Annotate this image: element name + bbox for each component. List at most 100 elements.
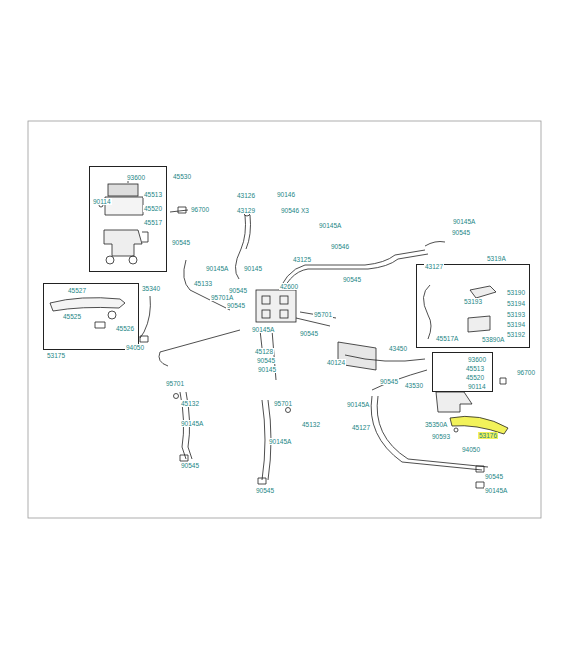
master-cylinder	[99, 175, 148, 265]
callout-number: 96700	[516, 369, 536, 376]
callout-number: 90145A	[205, 265, 229, 272]
callout-number: 45527	[67, 287, 87, 294]
callout-number: 90145A	[318, 222, 342, 229]
brake-pipe	[278, 254, 428, 302]
callout-number: 90145A	[346, 401, 370, 408]
callout-number: 42600	[279, 283, 299, 290]
callout-number: 45520	[143, 205, 163, 212]
callout-number: 53190	[506, 289, 526, 296]
callout-number: 90545	[256, 357, 276, 364]
clip	[476, 466, 484, 488]
callout-number: 90545	[451, 229, 471, 236]
callout-number: 90145A	[251, 326, 275, 333]
abs-unit	[256, 290, 296, 322]
callout-number: 90593	[431, 433, 451, 440]
callout-number: 53193	[506, 311, 526, 318]
brake-hose	[371, 396, 488, 470]
callout-number: 94050	[461, 446, 481, 453]
callout-number: 43127	[424, 263, 444, 270]
callout-number: 45513	[143, 191, 163, 198]
callout-number: 90545	[255, 487, 275, 494]
parts-group-box: 93600 45513 45520 90114	[432, 352, 493, 392]
callout-number: 53194	[506, 321, 526, 328]
bolt	[174, 394, 179, 399]
brake-pipe	[275, 250, 425, 300]
callout-number: 90545	[180, 462, 200, 469]
callout-number: 90145A	[484, 487, 508, 494]
callout-number: 90545	[228, 287, 248, 294]
callout-number: 45133	[193, 280, 213, 287]
bolt	[454, 428, 458, 432]
callout-number: 90114	[92, 198, 112, 205]
callout-number: 45517A	[435, 335, 459, 342]
screw	[500, 378, 506, 384]
brake-hose	[246, 215, 251, 249]
callout-number: 95701A	[210, 294, 234, 301]
callout-number: 90114	[467, 383, 487, 390]
parts-group-box: 455309360045513901144552045517	[89, 166, 167, 272]
master-cylinder	[436, 392, 472, 412]
callout-number: 90545	[379, 378, 399, 385]
callout-number: 90145	[257, 366, 277, 373]
callout-number: 95701	[165, 380, 185, 387]
callout-number: 45525	[62, 313, 82, 320]
callout-number: 53890A	[481, 336, 505, 343]
sensor-cable	[423, 285, 431, 339]
callout-number: 90145	[243, 265, 263, 272]
callout-number: 93600	[467, 356, 487, 363]
callout-number: 5319A	[486, 255, 507, 262]
brake-pipe	[159, 330, 240, 366]
callout-number: 53194	[506, 300, 526, 307]
frame	[28, 121, 541, 518]
brake-hose	[425, 242, 445, 247]
callout-number: 43125	[292, 256, 312, 263]
parts-group-box: 5319A53190531935319453193531945319245517…	[416, 264, 530, 348]
brake-pipe	[184, 260, 230, 310]
callout-number: 53175	[46, 352, 66, 359]
cable	[345, 355, 425, 361]
callout-number: 90545	[342, 276, 362, 283]
leader	[170, 210, 188, 212]
switch-wire	[140, 296, 150, 338]
callout-number: 90145A	[268, 438, 292, 445]
callout-number: 45517	[143, 219, 163, 226]
bracket	[468, 316, 490, 332]
brake-pipe	[296, 312, 336, 326]
callout-number: 95701	[313, 311, 333, 318]
callout-number: 90546 X3	[280, 207, 310, 214]
callout-number: 45132	[180, 400, 200, 407]
bracket	[470, 286, 496, 298]
callout-number: 43129	[236, 207, 256, 214]
callout-number: 90145A	[452, 218, 476, 225]
callout-number: 90145A	[180, 420, 204, 427]
callout-number: 90545	[171, 239, 191, 246]
brake-hose	[372, 370, 427, 390]
callout-number: 94050	[125, 344, 145, 351]
parts-group-box: 45527455254552653175	[43, 283, 139, 350]
callout-number: 40124	[326, 359, 346, 366]
callout-number: 43450	[388, 345, 408, 352]
callout-number: 95701	[273, 400, 293, 407]
callout-number: 45513	[465, 365, 485, 372]
callout-number: 45132	[301, 421, 321, 428]
brake-lever	[50, 298, 125, 328]
callout-number: 53176	[478, 432, 498, 439]
callout-number: 43530	[404, 382, 424, 389]
callout-number: 53192	[506, 331, 526, 338]
callout-number: 45520	[465, 374, 485, 381]
callout-number: 43126	[236, 192, 256, 199]
callout-number: 53193	[463, 298, 483, 305]
callout-number: 35350A	[424, 421, 448, 428]
callout-number: 90545	[484, 473, 504, 480]
switch	[140, 336, 148, 342]
callout-number: 45526	[115, 325, 135, 332]
callout-number: 90545	[226, 302, 246, 309]
callout-number: 90545	[299, 330, 319, 337]
callout-number: 93600	[126, 174, 146, 181]
clip	[180, 455, 266, 484]
callout-number: 45530	[172, 173, 192, 180]
callout-number: 90546	[330, 243, 350, 250]
callout-number: 35340	[141, 285, 161, 292]
